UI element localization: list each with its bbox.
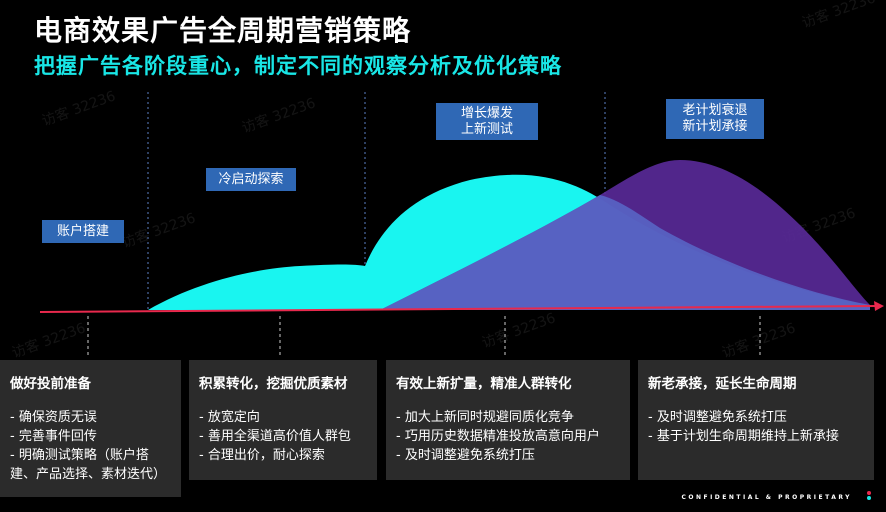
list-item: - 善用全渠道高价值人群包 bbox=[199, 429, 351, 444]
panel-expansion: 有效上新扩量，精准人群转化 - 加大上新同时规避同质化竞争 - 巧用历史数据精准… bbox=[386, 360, 630, 480]
list-item: - 加大上新同时规避同质化竞争 bbox=[396, 410, 574, 425]
list-item: - 放宽定向 bbox=[199, 410, 260, 425]
panel-accumulation: 积累转化，挖掘优质素材 - 放宽定向 - 善用全渠道高价值人群包 - 合理出价，… bbox=[189, 360, 377, 480]
stage-label-account: 账户搭建 bbox=[42, 220, 124, 243]
panel-preparation: 做好投前准备 - 确保资质无误 - 完善事件回传 - 明确测试策略（账户搭 建、… bbox=[0, 360, 181, 497]
panel-succession: 新老承接，延长生命周期 - 及时调整避免系统打压 - 基于计划生命周期维持上新承… bbox=[638, 360, 874, 480]
stage-label-text: 新计划承接 bbox=[682, 119, 748, 134]
panel-title: 有效上新扩量，精准人群转化 bbox=[396, 376, 572, 392]
stage-label-text: 上新测试 bbox=[460, 121, 513, 137]
list-item: - 确保资质无误 bbox=[10, 410, 97, 425]
panel-title: 积累转化，挖掘优质素材 bbox=[199, 376, 348, 392]
axis-arrowhead bbox=[874, 301, 884, 311]
brand-logo-icon bbox=[866, 490, 872, 506]
list-item: - 巧用历史数据精准投放高意向用户 bbox=[396, 429, 600, 444]
page-subtitle: 把握广告各阶段重心，制定不同的观察分析及优化策略 bbox=[34, 54, 562, 78]
list-item: - 及时调整避免系统打压 bbox=[648, 410, 787, 425]
stage-label-cold-start: 冷启动探索 bbox=[206, 168, 296, 191]
stage-label-text: 冷启动探索 bbox=[218, 171, 284, 187]
confidential-footer: CONFIDENTIAL & PROPRIETARY bbox=[681, 494, 852, 501]
stage-label-text: 账户搭建 bbox=[56, 223, 109, 239]
stage-label-text: 增长爆发 bbox=[460, 105, 513, 121]
list-item: - 基于计划生命周期维持上新承接 bbox=[648, 429, 839, 444]
panel-title: 新老承接，延长生命周期 bbox=[648, 376, 797, 392]
list-item: - 及时调整避免系统打压 bbox=[396, 448, 535, 463]
list-item: 建、产品选择、素材迭代） bbox=[10, 467, 167, 482]
stage-label-growth: 增长爆发 上新测试 bbox=[436, 103, 538, 140]
panel-title: 做好投前准备 bbox=[10, 376, 91, 392]
stage-label-text: 老计划衰退 bbox=[682, 103, 748, 118]
page-title: 电商效果广告全周期营销策略 bbox=[34, 14, 412, 47]
list-item: - 合理出价，耐心探索 bbox=[199, 448, 325, 463]
time-axis bbox=[39, 305, 877, 313]
list-item: - 完善事件回传 bbox=[10, 429, 97, 444]
list-item: - 明确测试策略（账户搭 bbox=[10, 448, 149, 463]
overlap-area bbox=[380, 195, 870, 310]
stage-label-decline: 老计划衰退 新计划承接 bbox=[666, 99, 764, 139]
